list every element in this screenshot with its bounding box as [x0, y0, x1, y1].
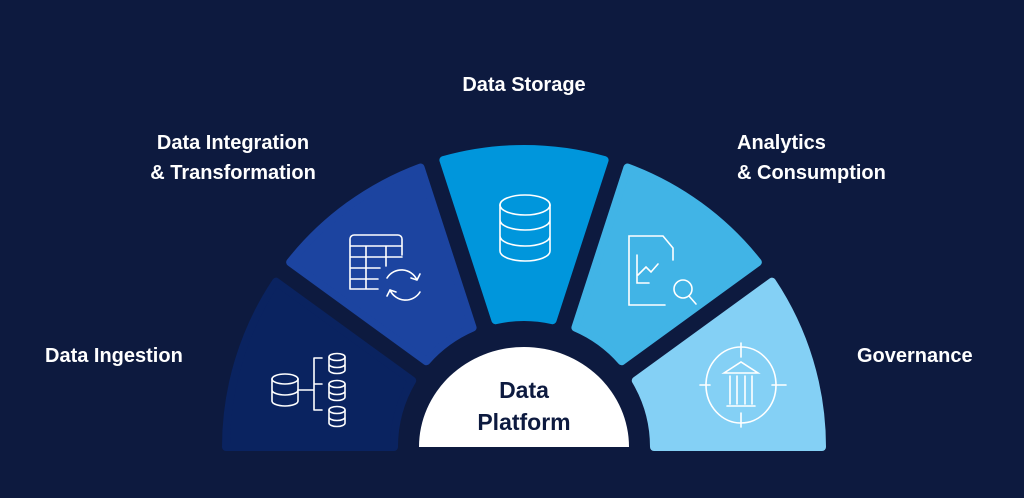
label-line: & Transformation [150, 162, 316, 184]
segment-data-storage [439, 145, 609, 325]
center-title-line2: Platform [477, 409, 570, 435]
segment-data-integration-transformation [286, 163, 477, 366]
label-line: Analytics [737, 132, 826, 154]
label-data-integration: Data Integration & Transformation [133, 128, 333, 188]
label-data-storage: Data Storage [424, 70, 624, 100]
label-line: Governance [857, 345, 973, 367]
database-tree-icon [271, 352, 346, 428]
label-analytics: Analytics & Consumption [737, 128, 886, 188]
institution-target-icon [699, 342, 787, 428]
segment-analytics-consumption [571, 163, 762, 366]
label-line: & Consumption [737, 162, 886, 184]
segment-data-ingestion [222, 277, 417, 451]
segment-governance [631, 277, 826, 451]
label-governance: Governance [857, 341, 973, 371]
database-icon [499, 194, 551, 262]
center-hub [419, 347, 629, 447]
label-line: Data Storage [462, 74, 586, 96]
table-sync-icon [349, 234, 421, 301]
label-line: Data Ingestion [45, 345, 183, 367]
report-search-icon [628, 235, 697, 306]
label-data-ingestion: Data Ingestion [45, 341, 183, 371]
label-line: Data Integration [156, 132, 310, 154]
center-title-line1: Data [499, 377, 549, 403]
